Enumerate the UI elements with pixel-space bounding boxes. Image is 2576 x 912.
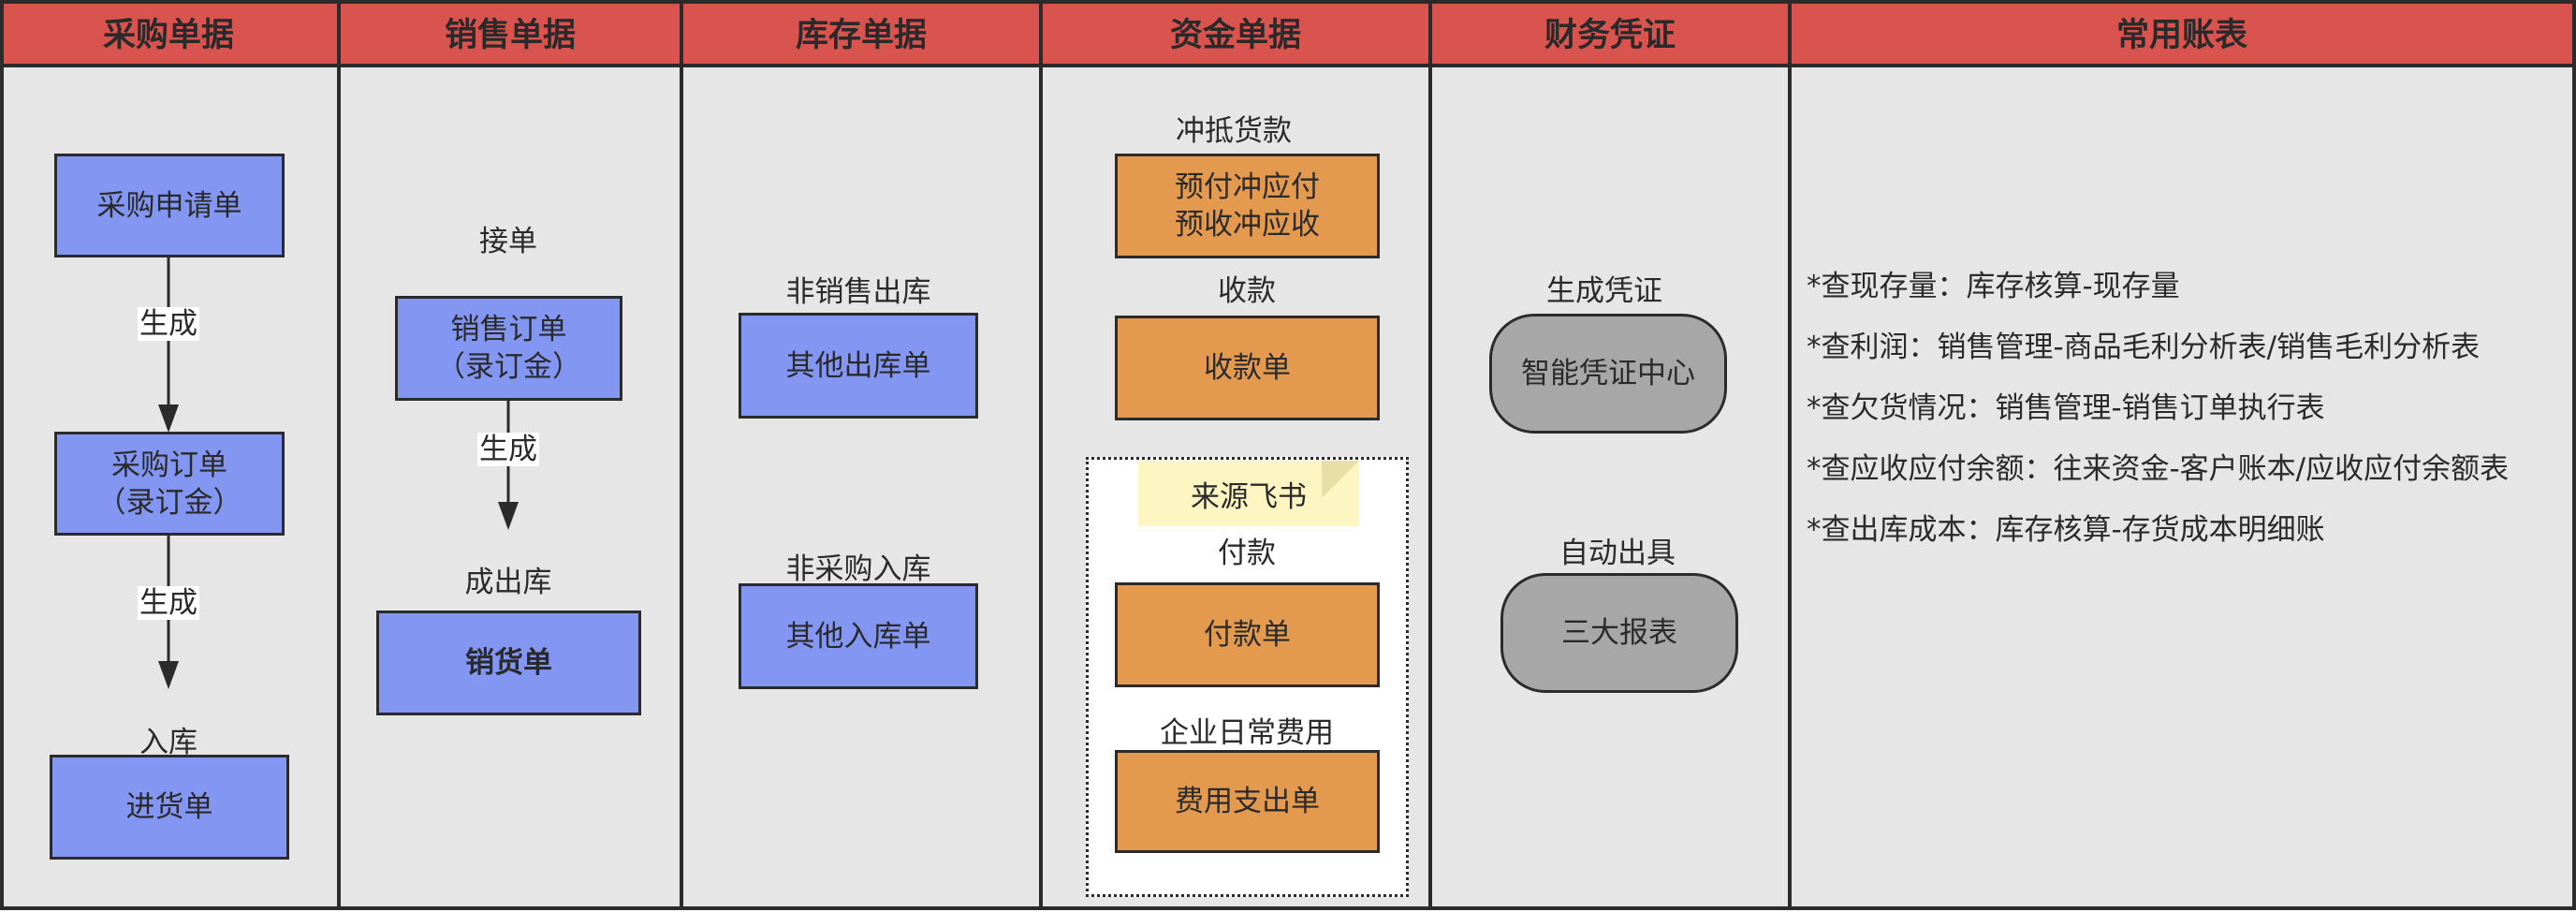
receive-box[interactable]: 收款单 bbox=[1115, 316, 1380, 420]
source-feishu-note: 来源飞书 bbox=[1138, 461, 1359, 526]
offset-box[interactable]: 预付冲应付 预收冲应收 bbox=[1115, 154, 1380, 258]
label-auto-issue: 自动出具 bbox=[1559, 537, 1676, 570]
tip-stock-quantity: *查现存量：库存核算-现存量 bbox=[1807, 270, 2180, 303]
label-complete-out: 成出库 bbox=[464, 566, 552, 599]
arrowhead-sales-order-to-delivery bbox=[498, 502, 519, 530]
sales-delivery-box[interactable]: 销货单 bbox=[376, 610, 641, 715]
tip-outbound-cost: *查出库成本：库存核算-存货成本明细账 bbox=[1807, 513, 2325, 547]
three-reports-box[interactable]: 三大报表 bbox=[1500, 573, 1738, 693]
other-in-box[interactable]: 其他入库单 bbox=[739, 583, 978, 689]
column-title-reports: 常用账表 bbox=[1792, 0, 2572, 67]
column-inventory: 库存单据 bbox=[683, 0, 1043, 908]
column-title-inventory: 库存单据 bbox=[683, 0, 1039, 67]
label-non-purchase-in: 非采购入库 bbox=[785, 552, 931, 586]
label-daily-expense: 企业日常费用 bbox=[1160, 716, 1334, 750]
purchase-request-box[interactable]: 采购申请单 bbox=[54, 154, 285, 257]
label-generate-voucher: 生成凭证 bbox=[1546, 274, 1662, 308]
column-vouchers: 财务凭证 bbox=[1432, 0, 1792, 908]
label-pay: 付款 bbox=[1218, 537, 1276, 570]
source-feishu-note-text: 来源飞书 bbox=[1191, 479, 1307, 514]
other-out-box[interactable]: 其他出库单 bbox=[739, 313, 978, 419]
column-title-sales: 销售单据 bbox=[341, 0, 680, 67]
edge-label-generate-sales: 生成 bbox=[477, 433, 539, 466]
label-accept-order: 接单 bbox=[479, 225, 537, 258]
sales-order-box[interactable]: 销售订单 （录订金） bbox=[395, 296, 622, 401]
tip-ar-ap-balance: *查应收应付余额：往来资金-客户账本/应收应付余额表 bbox=[1807, 452, 2510, 486]
note-fold-icon bbox=[1322, 461, 1359, 498]
column-title-vouchers: 财务凭证 bbox=[1432, 0, 1788, 67]
column-title-funds: 资金单据 bbox=[1043, 0, 1428, 67]
purchase-receipt-box[interactable]: 进货单 bbox=[50, 755, 289, 860]
arrowhead-order-to-receipt bbox=[158, 661, 179, 689]
column-title-purchase: 采购单据 bbox=[0, 0, 337, 67]
pay-box[interactable]: 付款单 bbox=[1115, 582, 1380, 687]
expense-box[interactable]: 费用支出单 bbox=[1115, 750, 1380, 853]
label-receive: 收款 bbox=[1218, 274, 1276, 308]
arrowhead-request-to-order bbox=[158, 405, 179, 433]
edge-label-generate-2: 生成 bbox=[138, 586, 199, 620]
edge-label-generate-1: 生成 bbox=[138, 307, 199, 341]
label-non-sale-out: 非销售出库 bbox=[785, 275, 931, 309]
tip-profit: *查利润：销售管理-商品毛利分析表/销售毛利分析表 bbox=[1807, 331, 2481, 364]
label-stock-in: 入库 bbox=[139, 726, 198, 759]
smart-voucher-center-box[interactable]: 智能凭证中心 bbox=[1489, 314, 1727, 434]
tip-backorder: *查欠货情况：销售管理-销售订单执行表 bbox=[1807, 391, 2325, 425]
label-offset-payment: 冲抵货款 bbox=[1176, 114, 1292, 148]
purchase-order-box[interactable]: 采购订单 （录订金） bbox=[54, 432, 285, 536]
column-reports: 常用账表 bbox=[1792, 0, 2576, 908]
